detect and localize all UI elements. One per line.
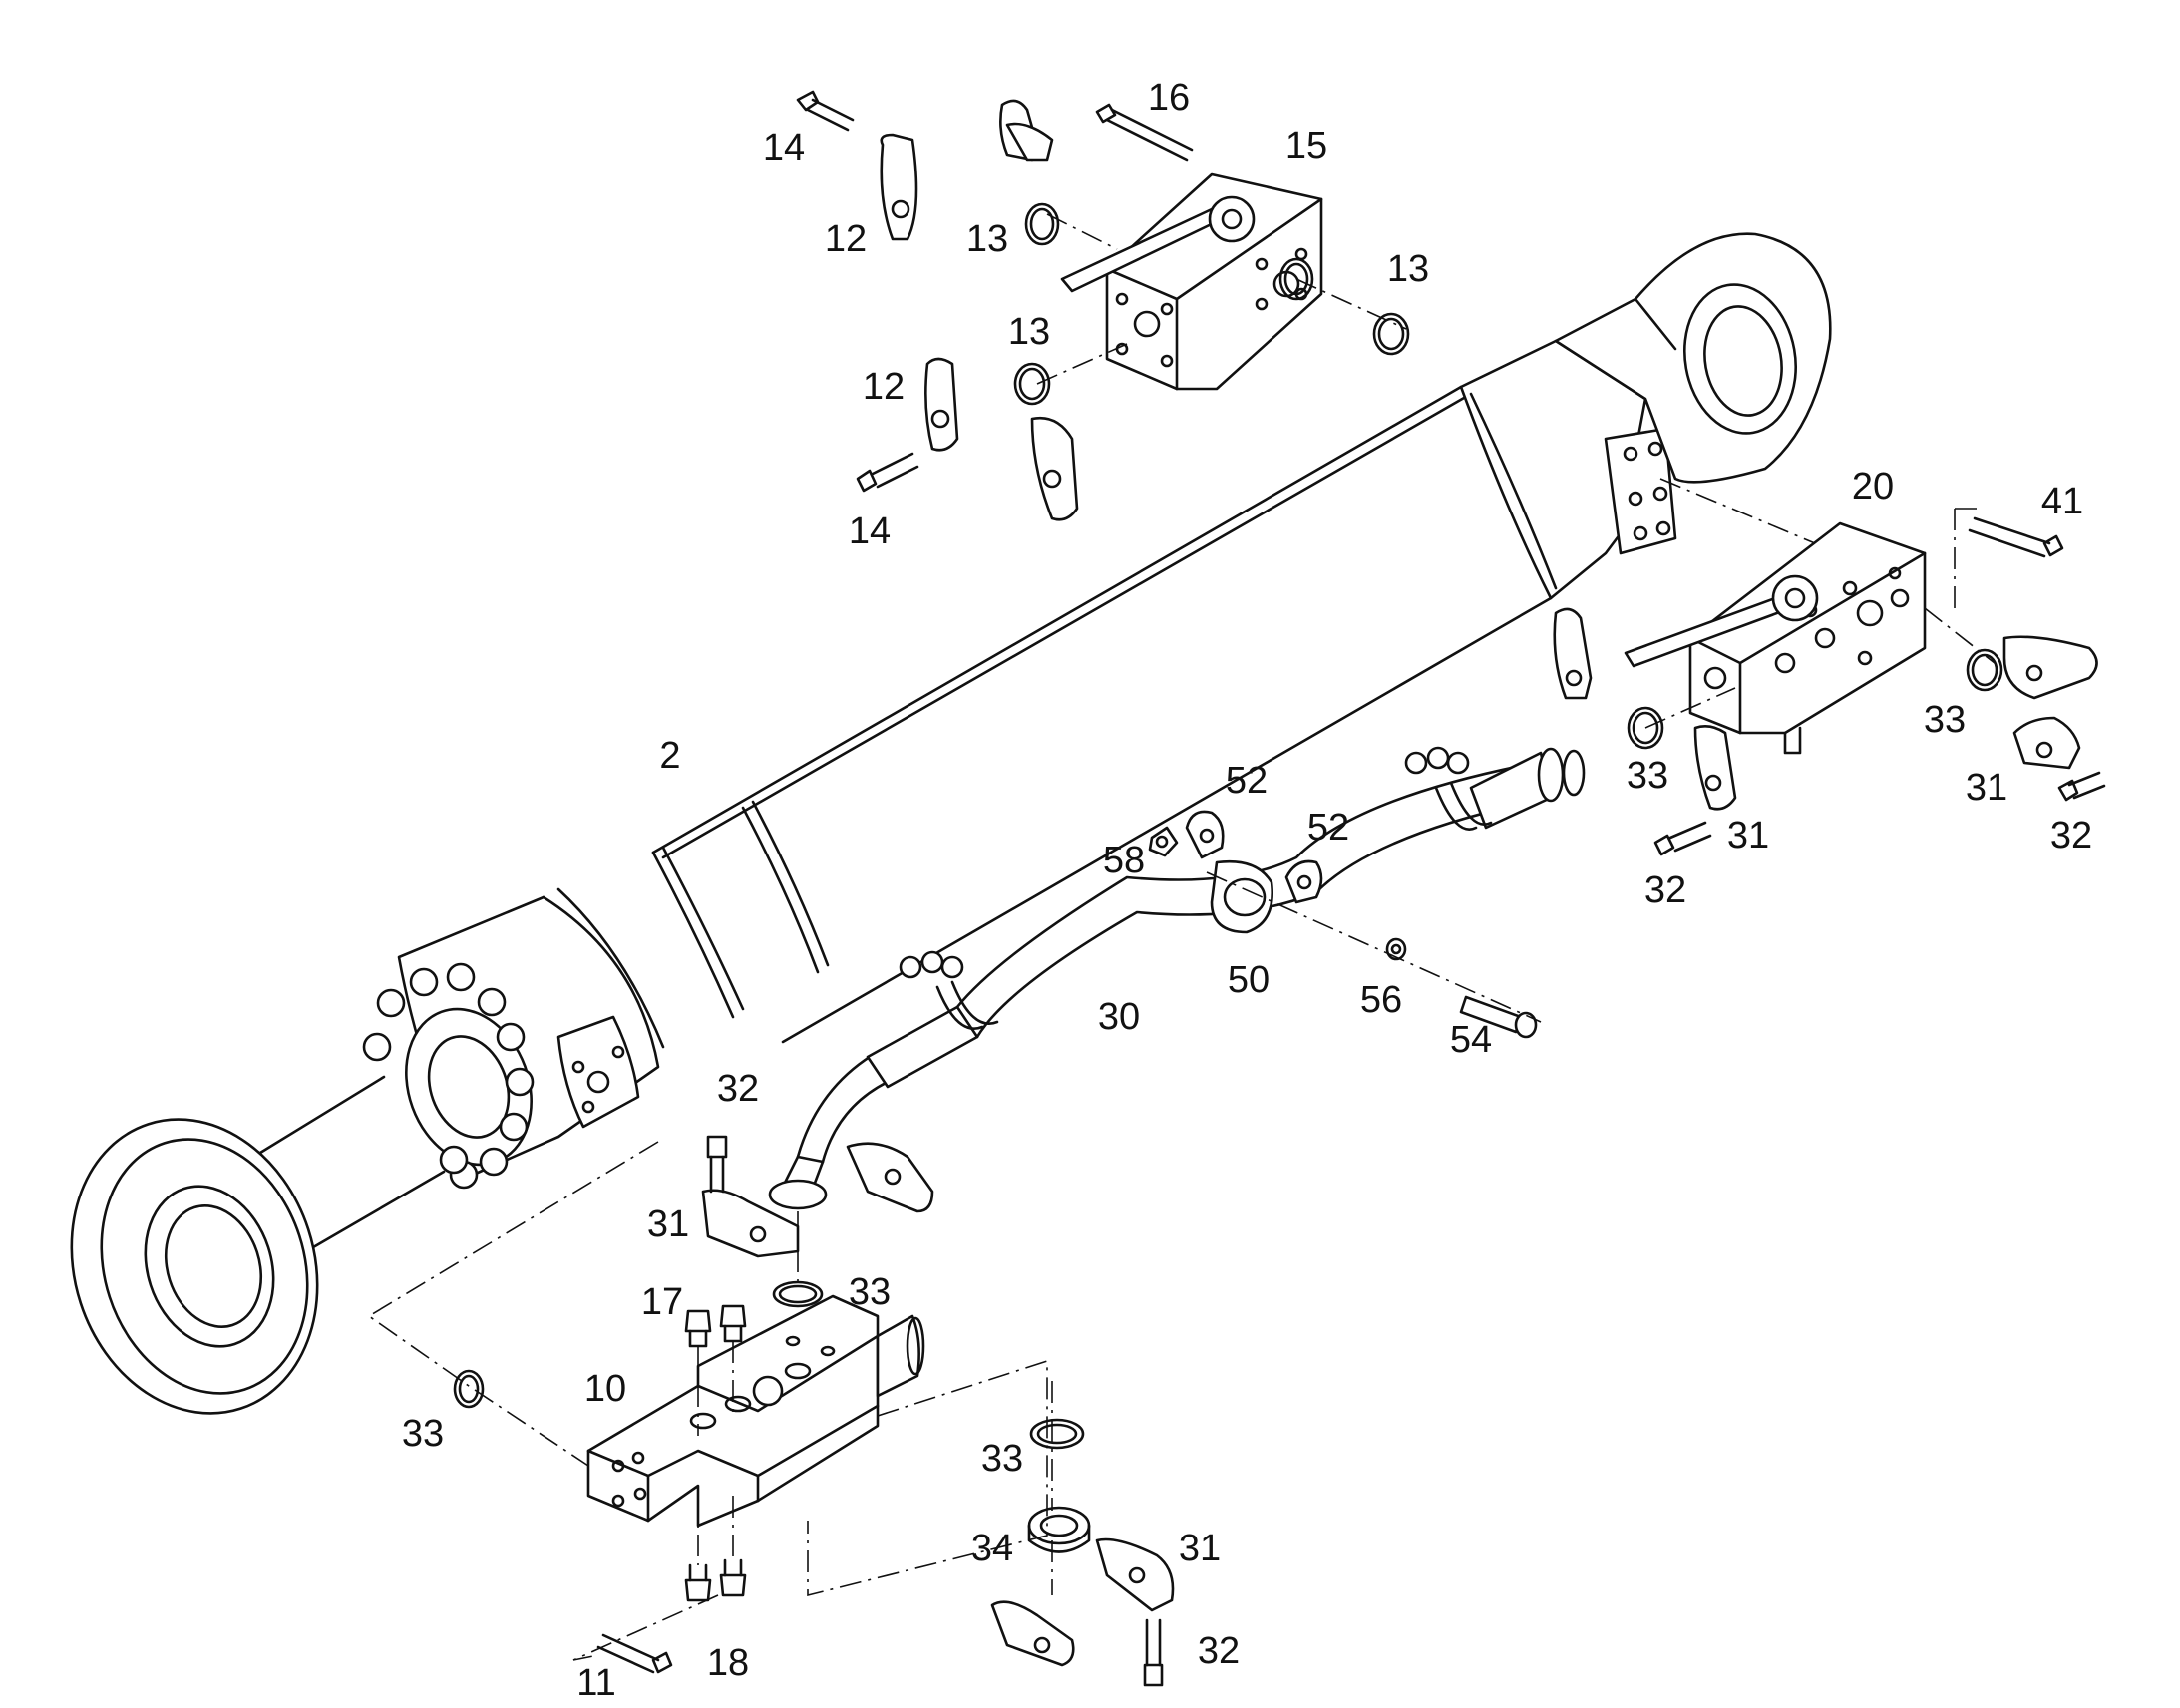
callout-18: 18 [707,1642,749,1684]
callout-12-lower: 12 [863,366,905,408]
callout-58: 58 [1103,840,1145,881]
callout-16: 16 [1148,77,1190,119]
fittings [684,1304,747,1602]
hose-assembly-30 [768,746,1586,1210]
valve-block-15 [1060,172,1323,391]
callout-14-top: 14 [763,127,805,169]
callout-31-mid: 31 [1727,815,1769,856]
callout-33-center: 33 [849,1271,891,1313]
bolts [596,90,2106,1687]
callout-33-right: 33 [1924,699,1966,741]
hydraulic-cylinder [70,232,1832,1415]
callout-33-mid: 33 [1627,755,1668,797]
callout-50: 50 [1228,959,1270,1001]
callout-54: 54 [1450,1019,1492,1061]
valve-block-10 [586,1294,925,1528]
o-rings [453,202,2003,1553]
callout-33-left: 33 [402,1413,444,1455]
callout-15: 15 [1285,125,1327,167]
callout-32-bottom: 32 [1198,1630,1240,1672]
valve-block-20 [1624,521,1927,755]
callout-52-right: 52 [1307,807,1349,849]
callout-32-right: 32 [2050,815,2092,856]
callout-17: 17 [641,1281,683,1323]
callout-41: 41 [2041,481,2083,522]
callout-56: 56 [1360,979,1402,1021]
callout-13-lower: 13 [1008,311,1050,353]
callout-13-right: 13 [1387,248,1429,290]
assembly-lines [367,213,1996,1661]
callout-52-left: 52 [1226,760,1268,802]
callout-labels: 2 10 11 12 12 13 13 13 14 14 15 16 17 18… [402,77,2092,1704]
callout-31-bottom: 31 [1179,1528,1221,1569]
split-flange-halves [701,99,2098,1667]
callout-31-left: 31 [647,1203,689,1245]
callout-11: 11 [576,1662,615,1704]
callout-10: 10 [584,1368,626,1410]
callout-32-left: 32 [717,1068,759,1110]
hose-clamp-group [1148,810,1538,1039]
callout-13-left: 13 [966,218,1008,260]
callout-20: 20 [1852,466,1894,508]
callout-2: 2 [659,735,680,777]
callout-32-mid: 32 [1644,869,1686,911]
callout-34: 34 [971,1528,1013,1569]
callout-30: 30 [1098,996,1140,1038]
callout-14-lower: 14 [849,511,891,552]
callout-33-bottom: 33 [981,1438,1023,1480]
callout-12-top: 12 [825,218,867,260]
callout-31-right: 31 [1966,767,2007,809]
